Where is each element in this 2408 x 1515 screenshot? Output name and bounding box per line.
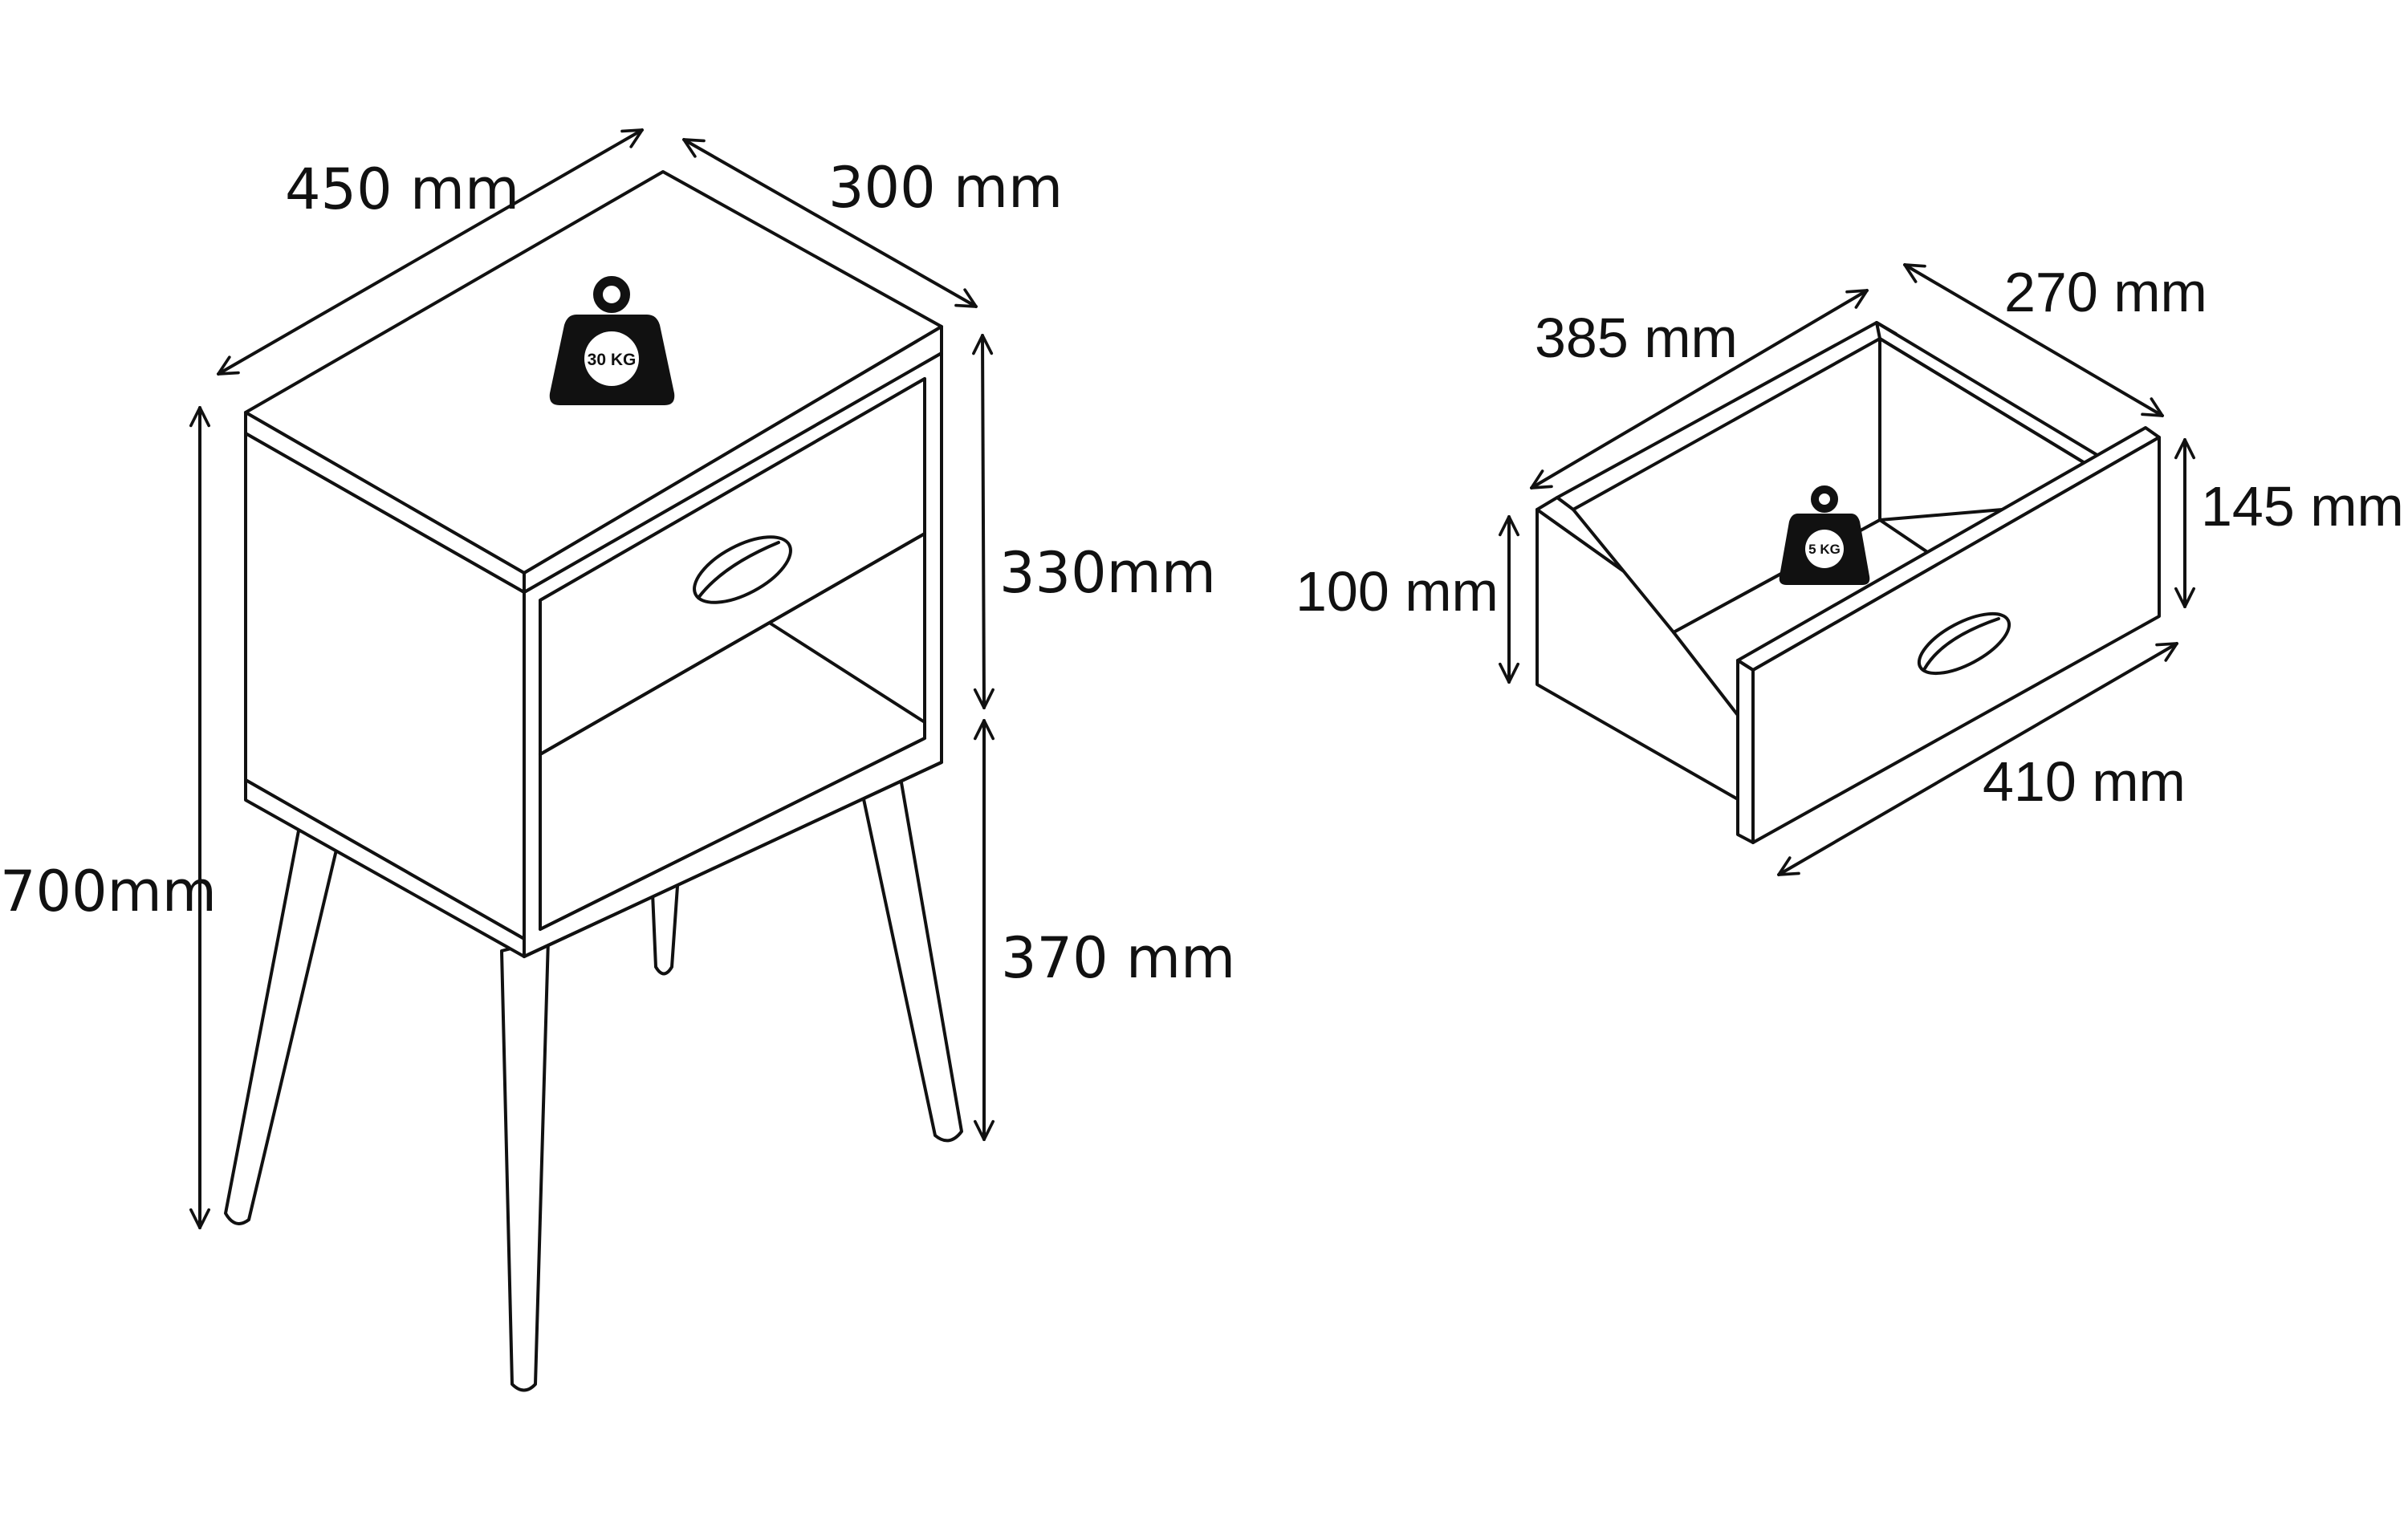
nightstand-leg-height-label: 370 mm xyxy=(1001,925,1235,991)
drawer-inner-width-label: 385 mm xyxy=(1535,307,1738,369)
drawer-front-width-label: 410 mm xyxy=(1983,750,2186,813)
depth-dimension-line xyxy=(682,138,978,308)
width-dimension-line xyxy=(217,128,644,376)
drawer-front-width-dimension-line xyxy=(1777,642,2178,876)
drawer-side-height-label: 100 mm xyxy=(1296,560,1499,623)
drawer-front-side-edge xyxy=(1736,659,1755,844)
drawer-drawing: 5 KG 385 mm 270 mm 100 mm 145 mm 410 mm xyxy=(1296,261,2404,876)
nightstand-cabinet-height-label: 330mm xyxy=(999,540,1216,606)
drawer-inner-width-dimension-line xyxy=(1530,289,1869,489)
leg-back xyxy=(650,873,680,976)
nightstand-load-label: 30 KG xyxy=(588,351,637,369)
drawer-depth-label: 270 mm xyxy=(2004,261,2207,323)
leg-left xyxy=(224,825,339,1225)
nightstand-depth-label: 300 mm xyxy=(828,155,1063,221)
nightstand-total-height-label: 700mm xyxy=(0,859,217,924)
cabinet-top-right-edge xyxy=(523,325,943,594)
leg-front xyxy=(500,937,550,1392)
drawer-depth-dimension-line xyxy=(1903,263,2164,417)
drawer-load-label: 5 KG xyxy=(1808,542,1841,557)
drawer-handle xyxy=(693,535,792,604)
nightstand-drawing: 30 KG 450 mm 300 mm 700mm 330mm 370 mm xyxy=(0,128,1235,1392)
cabinet-height-dimension-line xyxy=(972,334,995,709)
drawer-front-height-label: 145 mm xyxy=(2201,475,2404,538)
leg-right xyxy=(851,721,963,1143)
weight-icon: 5 KG xyxy=(1779,485,1870,585)
nightstand-width-label: 450 mm xyxy=(285,156,519,222)
